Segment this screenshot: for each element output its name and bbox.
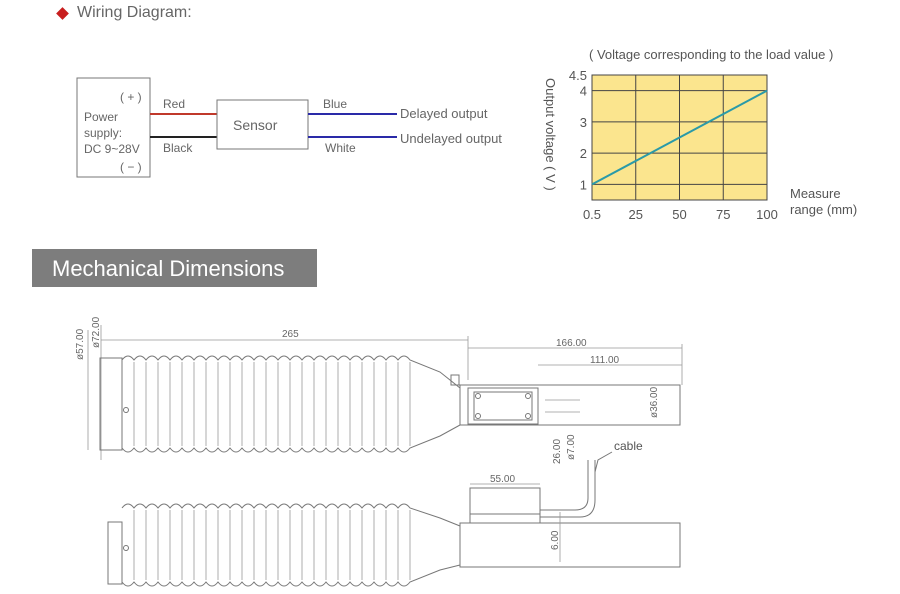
blue-wire-label: Blue <box>323 97 347 111</box>
flange-hole-bottom <box>123 545 129 551</box>
undelayed-output-label: Undelayed output <box>400 131 502 146</box>
sensor-box <box>216 99 309 150</box>
sensor-body-bottom <box>459 522 681 568</box>
plate-screw-4 <box>525 413 531 419</box>
plate-screw-1 <box>475 393 481 399</box>
chart-plot-area <box>591 74 768 201</box>
wiring-diagram: ( + ) Power supply: DC 9~28V ( − ) Red B… <box>76 77 502 178</box>
bellows-bottom-view-top <box>121 503 461 527</box>
chart-y-tick-label: 4 <box>580 84 587 99</box>
chart-y-tick-label: 3 <box>580 115 587 130</box>
chart-y-tick-label: 1 <box>580 177 587 192</box>
chart-series-line <box>591 89 768 186</box>
flange-hole-top <box>123 407 129 413</box>
cable-label: cable <box>614 439 643 453</box>
mechanical-dimensions-heading: Mechanical Dimensions <box>32 249 317 287</box>
bellows-bottom-view-bottom <box>121 564 461 587</box>
dim-26-text: 26.00 <box>552 439 563 464</box>
phi72-dim-text: ø72.00 <box>91 316 102 348</box>
bellows-ribs-bottom <box>133 510 411 580</box>
wiring-heading-text: Wiring Diagram: <box>77 4 192 21</box>
white-wire-label: White <box>325 141 356 155</box>
power-label-3: DC 9~28V <box>84 142 140 156</box>
phi7-dim-text: ø7.00 <box>566 434 577 460</box>
chart-title: ( Voltage corresponding to the load valu… <box>589 47 833 62</box>
bellows-flange-bottom <box>107 521 123 585</box>
cable-leader <box>594 451 613 473</box>
plate-screw-2 <box>525 393 531 399</box>
wiring-diagram-heading: Wiring Diagram: <box>56 4 192 22</box>
bellows-ribs <box>133 362 411 446</box>
chart-ticks: 0.5 25 50 75 100 1 2 3 44.5 <box>569 68 778 222</box>
chart-x-label-line1: Measure <box>790 186 841 201</box>
mount-block-bottom <box>469 487 541 515</box>
power-label-1: Power <box>84 110 118 124</box>
chart-x-tick-label: 25 <box>629 207 643 222</box>
chart-y-tick-label: 2 <box>580 146 587 161</box>
mount-plate-inner <box>473 391 533 421</box>
chart-y-tick-label: 4.5 <box>569 68 587 83</box>
chart-x-tick-label: 0.5 <box>583 207 601 222</box>
chart-x-tick-label: 75 <box>716 207 730 222</box>
sensor-body-top <box>459 384 681 426</box>
dim-55-text: 55.00 <box>490 474 515 485</box>
voltage-chart: ( Voltage corresponding to the load valu… <box>543 47 857 222</box>
bellows-top-edge <box>121 355 461 389</box>
dim-6-text: 6.00 <box>550 530 561 550</box>
chart-y-axis-label: Output voltage ( V ) <box>543 78 558 191</box>
phi36-dim-text: ø36.00 <box>649 386 660 418</box>
chart-x-tick-label: 50 <box>672 207 686 222</box>
chart-x-label-line2: range (mm) <box>790 202 857 217</box>
chart-series <box>591 89 768 186</box>
power-plus-label: ( + ) <box>120 90 142 104</box>
cable-bottom-2 <box>540 460 596 518</box>
dim-111-text: 111.00 <box>590 355 620 366</box>
chart-x-tick-label: 100 <box>756 207 778 222</box>
delayed-output-label: Delayed output <box>400 106 488 121</box>
dim-166-text: 166.00 <box>556 338 587 349</box>
black-wire-label: Black <box>163 141 193 155</box>
sensor-label: Sensor <box>233 117 278 133</box>
mechanical-drawing: .ln { stroke:#777; stroke-width:1; fill:… <box>75 316 683 587</box>
dim-265-text: 265 <box>282 329 299 340</box>
red-wire-label: Red <box>163 97 185 111</box>
phi57-dim-text: ø57.00 <box>75 328 86 360</box>
bellows-bottom-edge <box>121 424 461 453</box>
cable-bottom <box>540 460 589 511</box>
power-label-2: supply: <box>84 126 122 140</box>
bellows-flange-top <box>99 357 123 451</box>
mount-plate-top <box>467 387 539 425</box>
power-supply-box <box>76 77 151 178</box>
small-bolt-top <box>450 374 460 386</box>
plate-screw-3 <box>475 413 481 419</box>
power-minus-label: ( − ) <box>120 160 142 174</box>
